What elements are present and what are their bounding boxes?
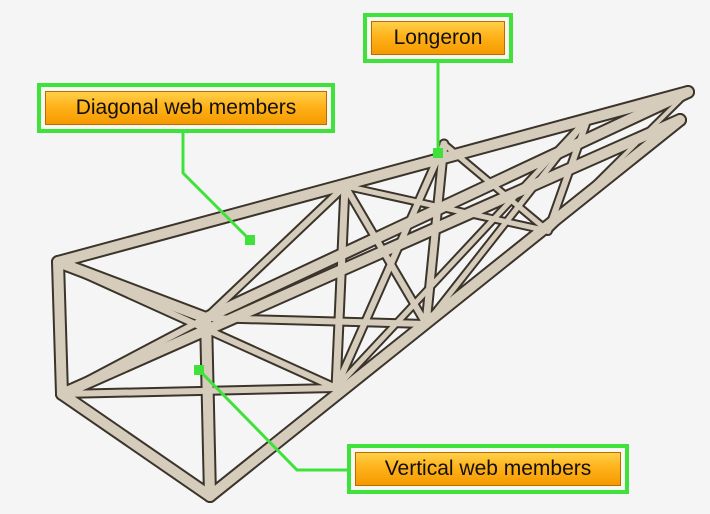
callout-diagonal-web-members: Diagonal web members [37, 83, 335, 133]
bottom-crossbar-1 [59, 385, 339, 397]
label-longeron: Longeron [371, 21, 505, 55]
diagonal-member-3 [342, 183, 429, 327]
leader-lines [181, 63, 443, 472]
label-diagonal-web-members: Diagonal web members [45, 91, 327, 125]
leader-anchor-vertical [194, 365, 204, 375]
diagonal-member-6 [441, 141, 551, 234]
truss-members [53, 87, 693, 501]
diagonal-member-11 [59, 315, 209, 397]
front-frame-right [201, 313, 215, 501]
longeron-top-right [201, 87, 693, 323]
diagonal-member-4 [203, 315, 429, 327]
diagonal-member-2 [203, 183, 348, 321]
vertical-member-1 [332, 182, 349, 392]
vertical-member-3 [545, 115, 591, 234]
diagonal-member-9 [424, 118, 682, 326]
label-vertical-web-members: Vertical web members [355, 452, 621, 486]
front-frame-bottom [57, 389, 215, 501]
leader-anchor-longeron [433, 148, 443, 158]
leader-anchor-diagonal [245, 235, 255, 245]
callout-vertical-web-members: Vertical web members [347, 444, 629, 494]
diagonal-member-10 [546, 90, 690, 233]
callout-longeron: Longeron [363, 13, 513, 63]
leader-line-vertical [197, 368, 347, 472]
longeron-bottom-left [57, 115, 685, 399]
front-frame-left [53, 257, 67, 399]
diagonal-member-12 [333, 115, 591, 391]
vertical-member-2 [422, 140, 448, 328]
diagonal-member-5 [333, 141, 447, 391]
leader-line-diagonal [181, 133, 252, 242]
diagonal-member-8 [342, 183, 551, 234]
